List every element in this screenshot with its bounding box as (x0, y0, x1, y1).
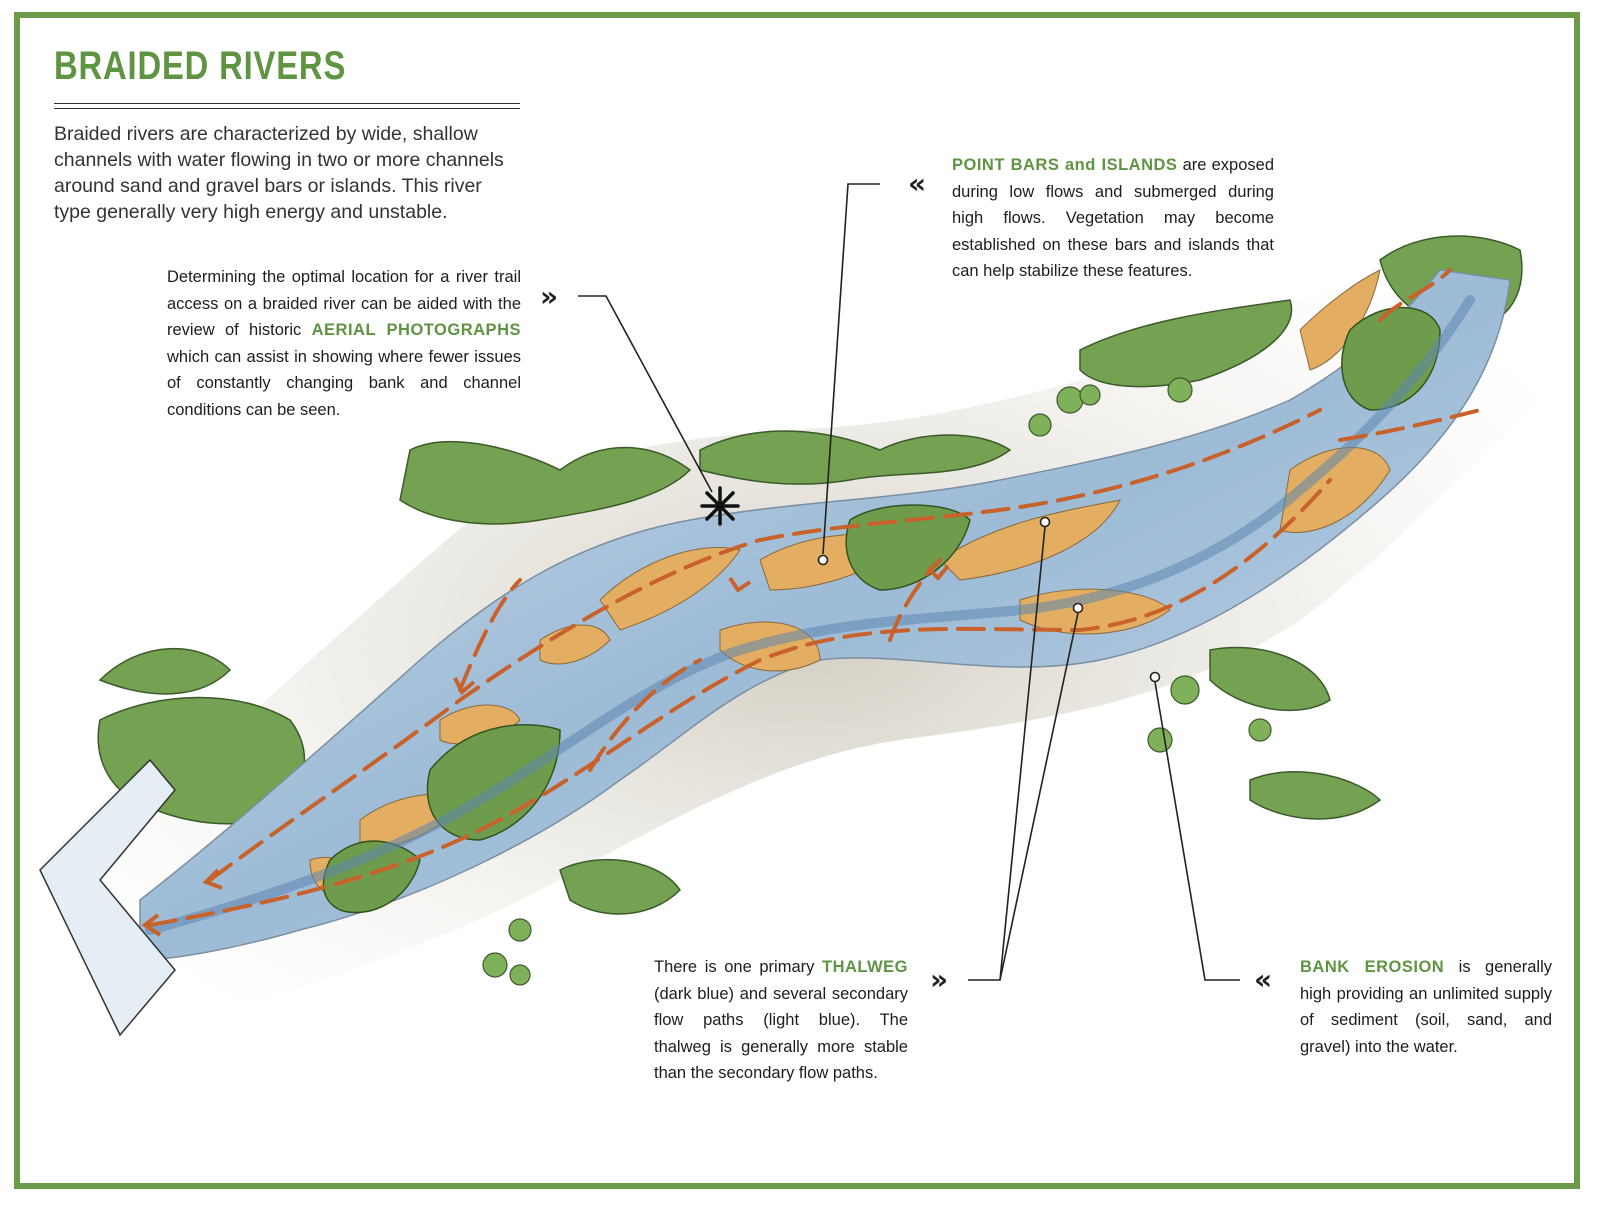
aerial-photographs-callout: Determining the optimal location for a r… (167, 264, 521, 423)
bank-erosion-callout: BANK EROSION is generally high providing… (1300, 954, 1552, 1060)
thalweg-highlight: THALWEG (822, 958, 908, 976)
point-bars-highlight: POINT BARS and ISLANDS (952, 156, 1177, 174)
point-bars-text: are exposed during low flows and submerg… (952, 156, 1274, 280)
bank-erosion-highlight: BANK EROSION (1300, 958, 1444, 976)
point-bars-callout: POINT BARS and ISLANDS are exposed durin… (952, 152, 1274, 285)
chevron-left-icon: « (908, 170, 926, 198)
chevron-right-icon: » (540, 283, 558, 311)
thalweg-text-before: There is one primary (654, 958, 822, 976)
thalweg-text-after: (dark blue) and several secondary flow p… (654, 985, 908, 1083)
aerial-callout-text-after: which can assist in showing where fewer … (167, 348, 521, 419)
chevron-left-icon: « (1254, 966, 1272, 994)
thalweg-callout: There is one primary THALWEG (dark blue)… (654, 954, 908, 1087)
chevron-right-icon: » (930, 966, 948, 994)
aerial-photographs-highlight: AERIAL PHOTOGRAPHS (312, 321, 521, 339)
access-point-asterisk (702, 488, 738, 524)
